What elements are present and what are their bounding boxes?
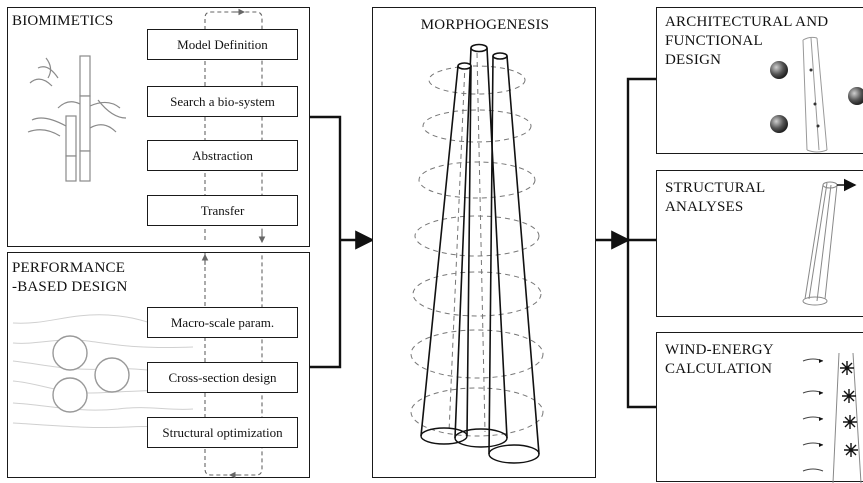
structural-analyses-title: STRUCTURAL ANALYSES bbox=[665, 180, 766, 215]
structural-tower-illustration bbox=[802, 178, 857, 306]
wind-energy-panel: WIND-ENERGY CALCULATION bbox=[656, 332, 863, 483]
twin-tower-drawing bbox=[410, 43, 544, 464]
turbine-rotors bbox=[840, 361, 858, 457]
performance-panel: PERFORMANCE -BASED DESIGN Macro-scale pa… bbox=[7, 252, 310, 479]
right-branch-connector bbox=[596, 77, 656, 409]
step-search-bio-system: Search a bio-system bbox=[147, 86, 298, 117]
biomimetics-panel: BIOMIMETICS Model Definition Search a bi… bbox=[7, 7, 310, 247]
iteration-loop-bottom bbox=[201, 253, 263, 479]
architectural-design-panel: ARCHITECTURAL AND FUNCTIONAL DESIGN bbox=[656, 7, 863, 154]
step-cross-section-design: Cross-section design bbox=[147, 362, 298, 393]
performance-title: PERFORMANCE -BASED DESIGN bbox=[12, 260, 128, 295]
morphogenesis-panel: MORPHOGENESIS bbox=[372, 7, 596, 478]
left-merge-connector bbox=[304, 115, 375, 369]
tower-plan-illustration bbox=[770, 36, 863, 153]
biomimetics-title: BIOMIMETICS bbox=[12, 13, 114, 29]
step-abstraction: Abstraction bbox=[147, 140, 298, 171]
step-transfer: Transfer bbox=[147, 195, 298, 226]
iteration-loop-top bbox=[204, 8, 266, 244]
bamboo-illustration bbox=[27, 55, 127, 182]
wind-turbine-tower-illustration bbox=[802, 352, 862, 483]
morphogenesis-title: MORPHOGENESIS bbox=[420, 17, 550, 33]
structural-analyses-panel: STRUCTURAL ANALYSES bbox=[656, 170, 863, 317]
wind-energy-title: WIND-ENERGY CALCULATION bbox=[665, 342, 774, 377]
architectural-design-title: ARCHITECTURAL AND FUNCTIONAL DESIGN bbox=[665, 14, 829, 68]
step-structural-optimization: Structural optimization bbox=[147, 417, 298, 448]
step-macro-scale-param: Macro-scale param. bbox=[147, 307, 298, 338]
step-model-definition: Model Definition bbox=[147, 29, 298, 60]
